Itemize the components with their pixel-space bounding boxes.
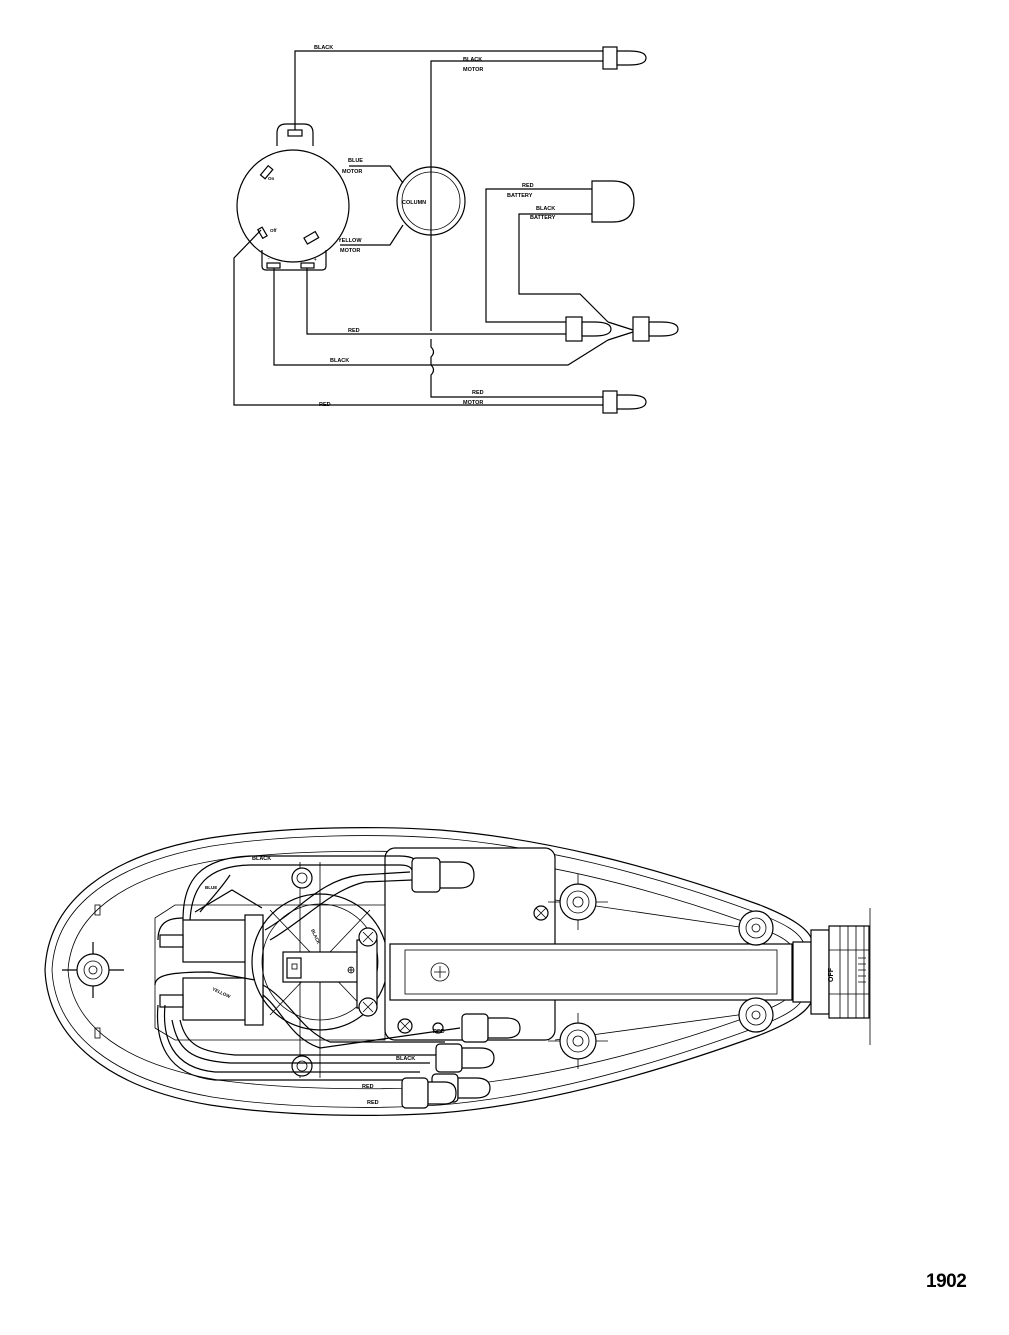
label-blue-motor: MOTOR <box>342 169 362 175</box>
connector-switch-leads <box>565 316 612 342</box>
label-battery-black-battery: BATTERY <box>530 215 556 221</box>
switch-off-mark: Off <box>270 228 277 233</box>
connector-battery-leads <box>632 316 679 342</box>
label-motor-red-color: RED <box>472 390 484 396</box>
control-head-assembly: BLACK BLUE BLACK YELLOW RED BLACK RED RE… <box>44 827 871 1116</box>
head-label-off: OFF <box>828 967 835 982</box>
battery-plug <box>591 180 635 223</box>
shaft-arm <box>384 847 793 1041</box>
connector-motor-black <box>602 46 647 70</box>
head-label-red-upper: RED <box>433 1029 445 1035</box>
label-motor-red-motor: MOTOR <box>463 400 483 406</box>
label-battery-red-battery: BATTERY <box>507 193 533 199</box>
head-label-red-bottom: RED <box>367 1100 379 1106</box>
switch-blocks <box>159 914 264 1026</box>
label-black-top: BLACK <box>314 45 333 51</box>
switch-terminal-yellow <box>303 230 320 245</box>
terminal-minus-mark: - <box>268 256 270 261</box>
head-connectors <box>401 857 521 1109</box>
column-label: COLUMN <box>402 200 426 206</box>
label-yellow-motor: MOTOR <box>340 248 360 254</box>
inner-frame <box>154 862 386 1078</box>
label-red-mid: RED <box>348 328 360 334</box>
label-yellow-color: YELLOW <box>338 238 362 244</box>
switch-on-mark: On <box>268 176 275 181</box>
label-red-bottom: RED <box>319 402 331 408</box>
figure-number: 1902 <box>926 1271 967 1292</box>
head-label-red-mid: RED <box>362 1084 374 1090</box>
label-blue-color: BLUE <box>348 158 363 164</box>
label-battery-red-color: RED <box>522 183 534 189</box>
head-label-blue: BLUE <box>205 885 217 890</box>
terminal-positive <box>300 262 315 269</box>
mount-posts <box>548 874 774 1069</box>
side-screws <box>397 905 549 1034</box>
terminal-negative <box>266 262 281 269</box>
label-black-mid: BLACK <box>330 358 349 364</box>
switch-terminal-off <box>256 226 268 240</box>
schematic-wires <box>233 50 634 406</box>
front-mount-post <box>62 904 124 1039</box>
speed-switch: On Off - + <box>236 123 350 271</box>
connector-motor-red <box>602 390 647 414</box>
switch-terminal-on <box>259 164 274 180</box>
label-motor-black-motor: MOTOR <box>463 67 483 73</box>
twist-grip <box>792 908 871 1045</box>
head-label-black-top: BLACK <box>252 856 271 862</box>
label-motor-black-color: BLACK <box>463 57 482 63</box>
head-label-black-column: BLACK <box>310 928 322 945</box>
clamp-plate <box>356 927 378 1017</box>
wiring-schematic: On Off - + COLUMN <box>233 45 679 414</box>
head-wires <box>154 855 461 1081</box>
terminal-plus-mark: + <box>314 257 317 262</box>
label-battery-black-color: BLACK <box>536 206 555 212</box>
head-label-black-lower: BLACK <box>396 1056 415 1062</box>
